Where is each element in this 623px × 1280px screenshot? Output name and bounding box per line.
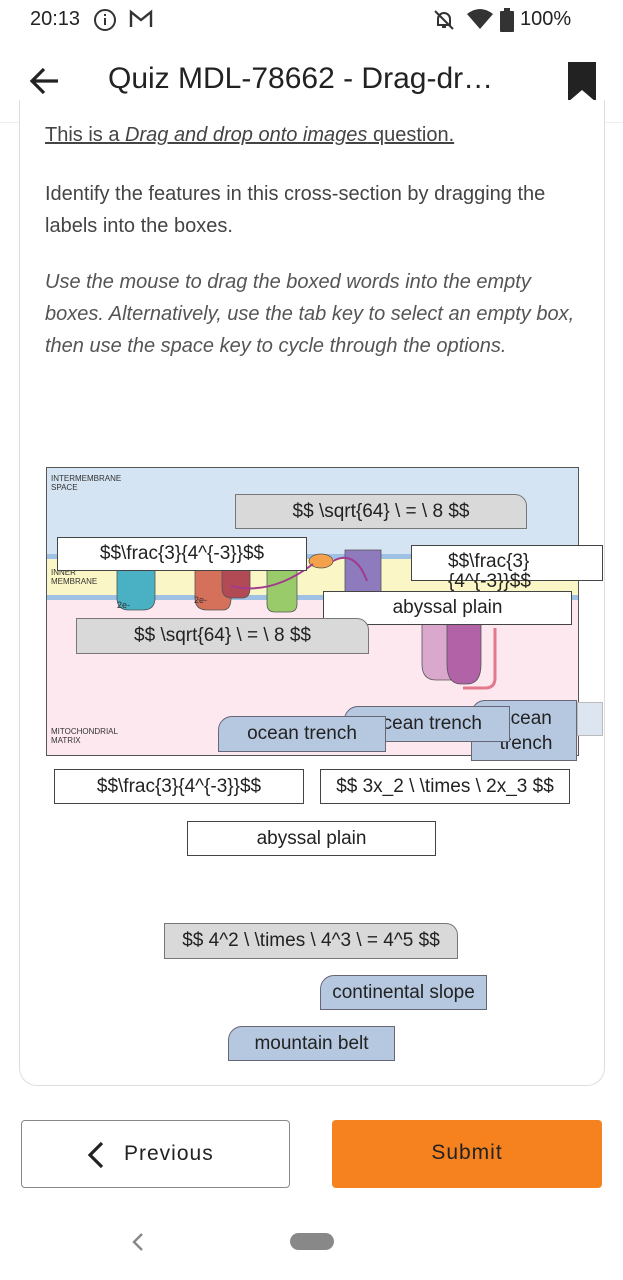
- question-type-prefix: This is a: [45, 124, 126, 146]
- nav-back-icon[interactable]: [128, 1230, 148, 1254]
- bookmark-icon[interactable]: [566, 62, 598, 102]
- membrane-proteins: 2e- 2e-: [116, 549, 497, 690]
- membrane-line-bottom: [47, 595, 578, 600]
- chevron-left-icon: [87, 1141, 104, 1169]
- previous-button[interactable]: Previous: [21, 1120, 290, 1188]
- status-bar: 20:13 100%: [0, 0, 623, 38]
- placed-item-sqrt-mid[interactable]: $$ \sqrt{64} \ = \ 8 $$: [76, 618, 369, 654]
- page-title: Quiz MDL-78662 - Drag-dr…: [108, 62, 494, 95]
- battery-percent: 100%: [520, 8, 572, 30]
- placed-item-abyssal-plain[interactable]: abyssal plain: [323, 591, 572, 625]
- question-type: This is a Drag and drop onto images ques…: [45, 124, 454, 147]
- submit-button[interactable]: Submit: [332, 1120, 602, 1188]
- drop-zone-abyssal-plain[interactable]: abyssal plain: [187, 821, 436, 856]
- status-time: 20:13: [30, 8, 81, 30]
- drag-item-power[interactable]: $$ 4^2 \ \times \ 4^3 \ = 4^5 $$: [164, 923, 458, 959]
- label-matrix: MITOCHONDRIAL MATRIX: [51, 727, 118, 745]
- drag-item-mountain-belt[interactable]: mountain belt: [228, 1026, 395, 1061]
- question-instructions: Use the mouse to drag the boxed words in…: [45, 271, 575, 357]
- submit-label: Submit: [431, 1141, 503, 1164]
- previous-label: Previous: [124, 1142, 214, 1165]
- placed-item-frac-right[interactable]: $$\frac{3}{4^{-3}}$$: [411, 545, 603, 592]
- electron-label-2: 2e-: [194, 595, 207, 605]
- battery-icon: [500, 8, 514, 32]
- question-type-suffix: question.: [367, 124, 455, 146]
- back-arrow-icon[interactable]: [28, 64, 62, 98]
- electron-label-1: 2e-: [117, 600, 130, 610]
- drag-item-continental-slope[interactable]: continental slope: [320, 975, 487, 1010]
- nav-home-pill[interactable]: [290, 1233, 334, 1250]
- wifi-icon: [467, 9, 493, 29]
- gmail-icon: [129, 9, 153, 27]
- label-inner-membrane: INNER MEMBRANE: [51, 568, 98, 586]
- placed-item-ocean-trench-a[interactable]: ocean trench: [218, 716, 386, 752]
- label-intermembrane: INTERMEMBRANE SPACE: [51, 474, 122, 492]
- question-text: Identify the features in this cross-sect…: [45, 183, 546, 237]
- placed-item-sqrt-top[interactable]: $$ \sqrt{64} \ = \ 8 $$: [235, 494, 527, 529]
- drop-zone-frac[interactable]: $$\frac{3}{4^{-3}}$$: [54, 769, 304, 804]
- mute-icon: [434, 10, 454, 30]
- question-type-name: Drag and drop onto images: [125, 124, 368, 146]
- info-icon: [94, 9, 116, 31]
- placed-item-frac-left[interactable]: $$\frac{3}{4^{-3}}$$: [57, 537, 307, 571]
- overflow-item-fragment[interactable]: [577, 702, 603, 736]
- drop-zone-product[interactable]: $$ 3x_2 \ \times \ 2x_3 $$: [320, 769, 570, 804]
